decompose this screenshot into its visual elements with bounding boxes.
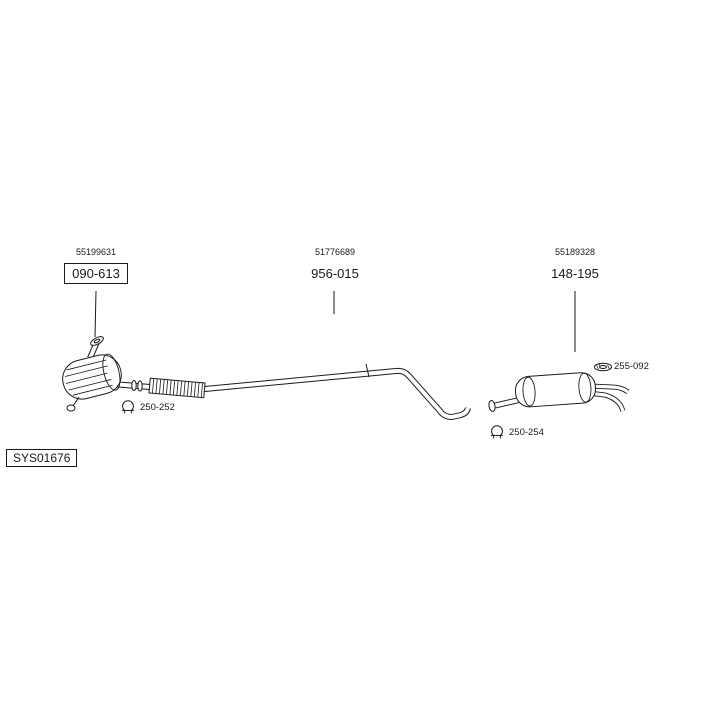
gasket-icon: [594, 362, 612, 372]
clamp-icon: [122, 400, 134, 414]
leader-lines: [94, 290, 576, 352]
part-number-link[interactable]: 956-015: [311, 266, 359, 281]
oe-number: 51776689: [314, 247, 356, 257]
oe-number: 55189328: [554, 247, 596, 257]
hanger-rubber: [66, 404, 76, 412]
leader-line-catalytic: [94, 290, 97, 338]
inlet-flange: [488, 400, 496, 412]
clamp-icon: [491, 425, 503, 439]
catalytic-converter-drawing: [62, 336, 122, 412]
pipe-clamp-rings: [131, 380, 143, 392]
fitting-label-clamp-front[interactable]: 250-252: [140, 402, 175, 413]
hanger-bracket: [72, 396, 80, 407]
part-label-catalytic: 55199631 090-613: [36, 247, 156, 284]
center-pipe-drawing: [111, 363, 471, 420]
flex-pipe-drawing: [148, 377, 206, 399]
pipe-separation-mark: [365, 363, 370, 378]
fitting-label-clamp-rear[interactable]: 250-254: [509, 427, 544, 438]
part-number-link[interactable]: 148-195: [551, 266, 599, 281]
oe-number: 55199631: [75, 247, 117, 257]
part-label-rear-muffler: 55189328 148-195: [515, 247, 635, 284]
part-label-center-pipe: 51776689 956-015: [275, 247, 395, 284]
system-code-box: SYS01676: [6, 449, 78, 467]
rear-muffler-drawing: [488, 372, 630, 412]
fitting-label-gasket[interactable]: 255-092: [614, 361, 649, 372]
part-number-link[interactable]: 090-613: [64, 263, 128, 284]
